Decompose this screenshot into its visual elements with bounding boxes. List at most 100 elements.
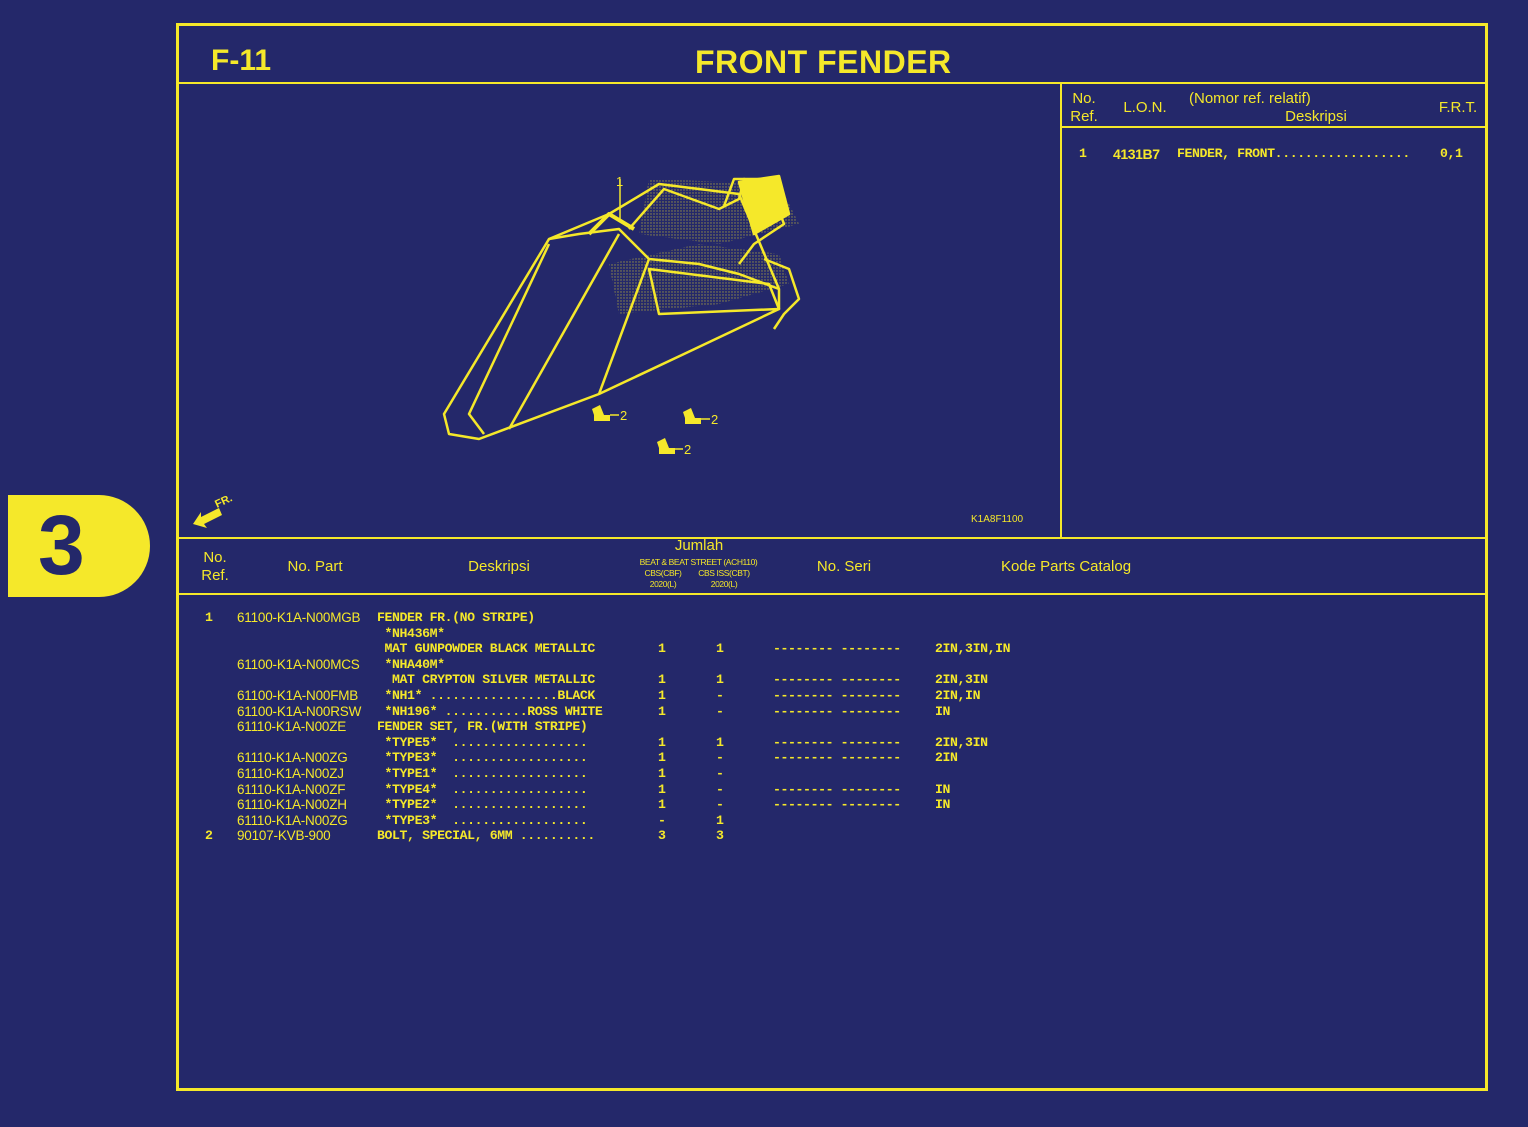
- parts-row-q1: 3: [658, 828, 666, 844]
- ref-header-divider: [1060, 126, 1485, 128]
- parts-row-q2: -: [716, 797, 724, 813]
- callout-2a: 2: [620, 408, 627, 423]
- parts-row-q1: 1: [658, 672, 666, 688]
- page-title: FRONT FENDER: [695, 44, 952, 80]
- header-divider: [179, 82, 1485, 84]
- parts-row-part: 61110-K1A-N00ZF: [237, 781, 346, 797]
- parts-serial-header: No. Seri: [816, 558, 872, 575]
- ref-table-frt-header: F.R.T.: [1438, 99, 1478, 116]
- parts-row-part: 61110-K1A-N00ZJ: [237, 766, 344, 781]
- parts-desc-header: Deskripsi: [468, 558, 530, 575]
- parts-row-q2: 1: [716, 812, 724, 828]
- parts-row-q1: 1: [658, 781, 666, 797]
- parts-row-desc: *TYPE3* ..................: [377, 812, 588, 828]
- parts-row-part: 61100-K1A-N00RSW: [237, 703, 362, 719]
- callout-1: 1: [616, 174, 623, 189]
- parts-row-desc: *TYPE5* ..................: [377, 734, 588, 750]
- ref-row-ref: 1: [1079, 146, 1087, 161]
- parts-row-part: 61100-K1A-N00FMB: [237, 688, 359, 703]
- parts-row-serial: -------- --------: [773, 641, 901, 657]
- parts-qty-model: BEAT & BEAT STREET (ACH110): [639, 557, 758, 567]
- parts-row-q1: 1: [658, 797, 666, 813]
- diagram-bottom-divider: [179, 537, 1485, 539]
- catalog-page-frame: F-11 FRONT FENDER: [176, 23, 1488, 1091]
- parts-row-q2: 1: [716, 641, 724, 657]
- parts-row-serial: -------- --------: [773, 672, 901, 688]
- parts-row-desc: *NH196* ...........ROSS WHITE: [377, 703, 603, 719]
- parts-row-desc: *TYPE2* ..................: [377, 797, 588, 813]
- parts-row-desc: *TYPE4* ..................: [377, 781, 588, 797]
- figure-code: K1A8F1100: [971, 514, 1024, 525]
- page-code: F-11: [211, 44, 272, 77]
- parts-row-part: 61110-K1A-N00ZE: [237, 719, 347, 735]
- parts-row-q1: 1: [658, 750, 666, 766]
- ref-table-desc-header: (Nomor ref. relatif) Deskripsi: [1189, 90, 1347, 125]
- direction-label: FR.: [213, 492, 234, 510]
- parts-row-catalog: 2IN,3IN: [935, 672, 988, 688]
- parts-row-serial: -------- --------: [773, 750, 901, 766]
- parts-row-desc: FENDER FR.(NO STRIPE): [377, 610, 535, 625]
- callout-2b: 2: [711, 412, 718, 427]
- section-tab: 3: [8, 495, 150, 597]
- parts-row-part: 61100-K1A-N00MCS: [237, 656, 360, 672]
- parts-row-desc: FENDER SET, FR.(WITH STRIPE): [377, 719, 588, 735]
- parts-row-serial: -------- --------: [773, 797, 901, 813]
- parts-row-q2: -: [716, 703, 724, 719]
- parts-row-part: 90107-KVB-900: [237, 828, 331, 844]
- parts-qty-col2: CBS ISS(CBT) 2020(L): [698, 568, 750, 589]
- parts-row-catalog: 2IN,IN: [935, 688, 981, 703]
- parts-catalog-header: Kode Parts Catalog: [1000, 558, 1132, 575]
- fender-illustration: [442, 174, 801, 441]
- parts-row-serial: -------- --------: [773, 734, 901, 750]
- parts-row-serial: -------- --------: [773, 781, 901, 797]
- parts-row-q1: 1: [658, 766, 666, 781]
- parts-row-part: 61110-K1A-N00ZH: [237, 797, 347, 813]
- parts-row-serial: -------- --------: [773, 688, 901, 703]
- ref-table-no-header: No. Ref.: [1070, 90, 1098, 125]
- parts-row-q2: -: [716, 766, 724, 781]
- parts-row-ref: 1: [205, 610, 213, 625]
- bolt-icon: [592, 405, 701, 454]
- section-tab-label: 3: [38, 498, 85, 592]
- diagram-divider: [1060, 83, 1062, 539]
- callout-2c: 2: [684, 442, 691, 457]
- parts-row-desc: *TYPE3* ..................: [377, 750, 588, 766]
- front-fender-diagram: 1 2 2 2 FR.: [193, 174, 801, 528]
- parts-header-divider: [179, 593, 1485, 595]
- parts-row-part: 61110-K1A-N00ZG: [237, 812, 348, 828]
- parts-qty-col1: CBS(CBF) 2020(L): [644, 568, 682, 589]
- front-direction-arrow-icon: [193, 508, 222, 528]
- parts-row-ref: 2: [205, 828, 213, 844]
- parts-row-q2: 1: [716, 734, 724, 750]
- parts-row-serial: -------- --------: [773, 703, 901, 719]
- parts-row-part: 61100-K1A-N00MGB: [237, 610, 361, 625]
- parts-row-catalog: IN: [935, 703, 951, 719]
- parts-row-desc: *TYPE1* ..................: [377, 766, 588, 781]
- ref-row-lon: 4131B7: [1113, 146, 1160, 162]
- parts-row-catalog: IN: [935, 781, 951, 797]
- ref-row-frt: 0,1: [1440, 146, 1463, 161]
- ref-row-desc: FENDER, FRONT..................: [1177, 146, 1410, 161]
- parts-row-q1: 1: [658, 703, 666, 719]
- parts-table-body: 1 61100-K1A-N00MGB FENDER FR.(NO STRIPE) *…: [179, 610, 1485, 860]
- parts-part-header: No. Part: [287, 558, 343, 575]
- parts-row-q2: -: [716, 781, 724, 797]
- parts-row-q1: 1: [658, 641, 666, 657]
- parts-row-catalog: 2IN,3IN,IN: [935, 641, 1011, 657]
- parts-row-q2: 3: [716, 828, 724, 844]
- parts-row-q2: -: [716, 750, 724, 766]
- parts-row-desc: MAT CRYPTON SILVER METALLIC: [377, 672, 595, 688]
- parts-qty-header: Jumlah: [674, 537, 724, 554]
- parts-row-catalog: 2IN: [935, 750, 958, 766]
- parts-row-desc: MAT GUNPOWDER BLACK METALLIC: [377, 641, 596, 657]
- parts-row-desc: *NHA40M*: [377, 656, 446, 672]
- parts-row-q1: 1: [658, 734, 666, 750]
- parts-row-catalog: IN: [935, 797, 951, 813]
- parts-row-q1: 1: [658, 688, 666, 703]
- ref-table-lon-header: L.O.N.: [1123, 99, 1167, 116]
- parts-no-ref-header: No. Ref.: [201, 549, 229, 584]
- parts-row-q2: 1: [716, 672, 724, 688]
- parts-row-catalog: 2IN,3IN: [935, 734, 988, 750]
- parts-row-desc: BOLT, SPECIAL, 6MM ..........: [377, 828, 595, 844]
- parts-row-desc: *NH1* .................BLACK: [377, 688, 596, 703]
